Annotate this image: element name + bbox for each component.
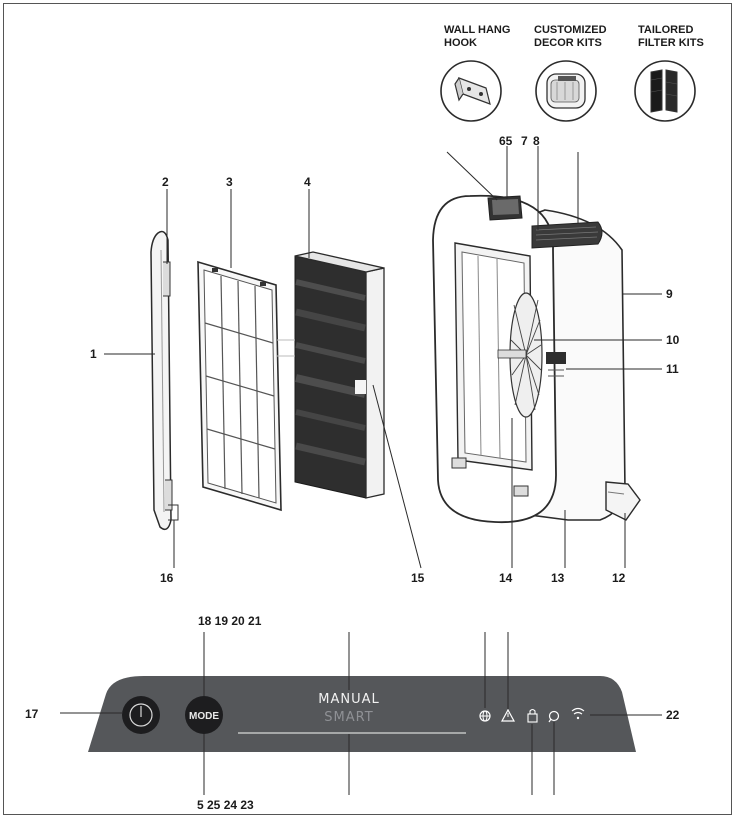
main-filter-part: [277, 251, 385, 499]
mode-label: MODE: [189, 711, 219, 722]
panel-leader-lines: [60, 632, 662, 795]
callout-12: 12: [612, 571, 626, 585]
callout-14: 14: [499, 571, 513, 585]
control-panel: MODE MANUAL SMART: [88, 676, 636, 752]
front-cover-part: [150, 230, 179, 531]
accessory-label-line1: WALL HANG: [444, 24, 510, 36]
callout-22: 22: [666, 708, 680, 722]
callout-numbers: 1 2 3 4 65 7 8 9 10 11 12 13 14 15 16: [90, 134, 680, 585]
accessory-label-line1: TAILORED: [638, 24, 693, 36]
mode-button[interactable]: MODE: [185, 696, 223, 734]
hook-icon: [454, 77, 491, 105]
warning-icon: [500, 708, 516, 722]
pre-filter-part: [197, 260, 282, 512]
figure-frame: [3, 3, 732, 815]
accessory-label-line2: FILTER KITS: [638, 37, 704, 49]
purifier-body: [432, 194, 641, 523]
callout-11: 11: [666, 362, 679, 376]
accessory-circle: [634, 60, 696, 122]
callout-15: 15: [411, 571, 425, 585]
accessory-wall-hang-hook: WALL HANG HOOK: [440, 24, 510, 122]
decor-kit-icon: [546, 73, 586, 109]
accessory-label-line1: CUSTOMIZED: [534, 24, 607, 36]
callout-17: 17: [25, 707, 39, 721]
callout-3: 3: [226, 175, 233, 189]
lock-icon: [527, 708, 538, 723]
callout-4: 4: [304, 175, 311, 189]
power-button[interactable]: [122, 696, 160, 734]
accessory-customized-decor-kits: CUSTOMIZED DECOR KITS: [534, 24, 607, 122]
globe-icon: [479, 710, 491, 722]
accessory-label-line2: HOOK: [444, 37, 477, 49]
smart-label: SMART: [324, 710, 373, 725]
callout-1: 1: [90, 347, 97, 361]
leader-lines: [104, 146, 662, 569]
callout-2: 2: [162, 175, 169, 189]
power-icon: [129, 703, 153, 727]
callout-10: 10: [666, 333, 680, 347]
manual-label: MANUAL: [318, 692, 380, 707]
filter-reset-icon: [548, 710, 560, 723]
callout-group-top: 18 19 20 21: [198, 614, 262, 628]
callout-8: 8: [533, 134, 540, 148]
panel-callout-numbers: 17 22 18 19 20 21 5 25 24 23: [25, 614, 680, 812]
callout-65: 65: [499, 134, 513, 148]
wifi-icon: [571, 707, 585, 720]
accessory-label-line2: DECOR KITS: [534, 37, 602, 49]
filter-kit-icon: [650, 69, 678, 113]
accessory-tailored-filter-kits: TAILORED FILTER KITS: [634, 24, 704, 122]
callout-7: 7: [521, 134, 528, 148]
callout-9: 9: [666, 287, 673, 301]
callout-group-bottom: 5 25 24 23: [197, 798, 254, 812]
callout-13: 13: [551, 571, 565, 585]
callout-16: 16: [160, 571, 174, 585]
